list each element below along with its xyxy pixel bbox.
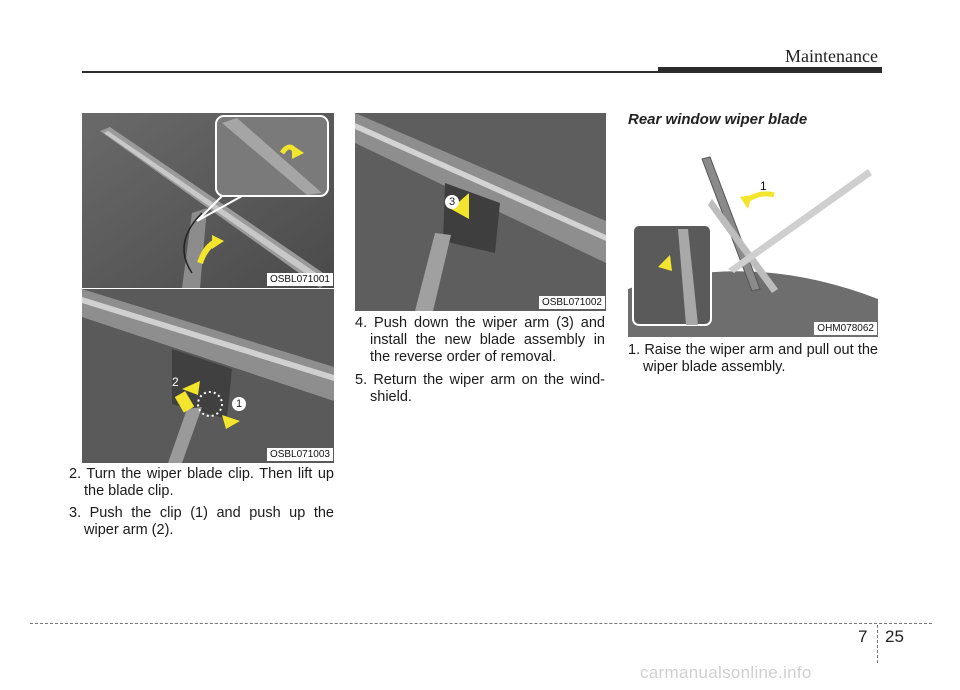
footer-dashed-rule [30, 623, 932, 624]
step-4: 4. Push down the wiper arm (3) and insta… [355, 315, 605, 365]
figure-blade-clip: OSBL071001 [82, 113, 334, 288]
figure-rear-wiper-illustration [628, 156, 878, 337]
figure-push-clip: 2 1 OSBL071003 [82, 289, 334, 463]
figure-blade-clip-illustration [82, 113, 334, 288]
callout-1: 1 [760, 179, 767, 193]
step-2: 2. Turn the wiper blade clip. Then lift … [69, 466, 334, 499]
callout-3: 3 [445, 195, 459, 209]
figure-code: OSBL071001 [266, 273, 333, 286]
footer-dashed-divider [877, 625, 878, 663]
header-rule-thick [658, 67, 882, 73]
section-title: Maintenance [785, 46, 878, 66]
callout-2: 2 [172, 375, 179, 389]
figure-code: OHM078062 [814, 322, 877, 335]
arrow-icon [174, 381, 240, 429]
figure-push-clip-illustration [82, 289, 334, 463]
header-rule [82, 71, 882, 73]
figure-rear-wiper: 1 OHM078062 [628, 139, 878, 337]
step-3: 3. Push the clip (1) and push up the wip… [69, 505, 334, 538]
chapter-number: 7 [858, 627, 868, 646]
figure-install-blade: 3 OSBL071002 [355, 113, 606, 311]
rear-wiper-heading: Rear window wiper blade [628, 111, 808, 128]
page-number: 25 [885, 627, 904, 646]
watermark: carmanualsonline.info [640, 663, 812, 682]
callout-1: 1 [232, 397, 246, 411]
figure-code: OSBL071003 [266, 448, 333, 461]
rear-step-1: 1. Raise the wiper arm and pull out the … [628, 342, 878, 375]
step-5: 5. Return the wiper arm on the wind-shie… [355, 372, 605, 405]
figure-code: OSBL071002 [538, 296, 605, 309]
figure-install-blade-illustration [355, 113, 606, 311]
